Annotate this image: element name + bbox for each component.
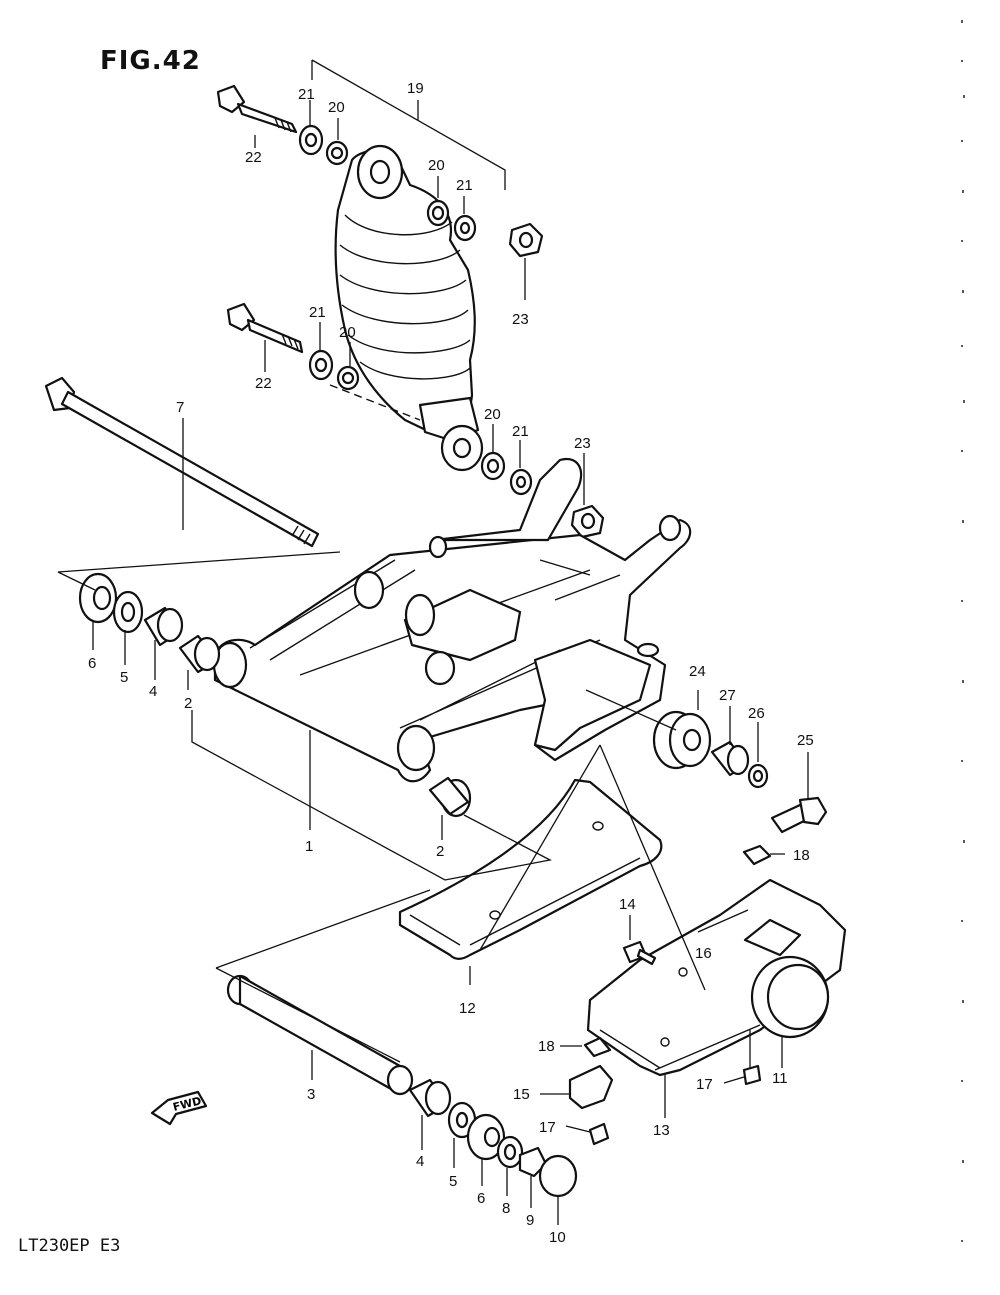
rear-shock-absorber	[329, 144, 484, 472]
callout-8: 8	[502, 1200, 510, 1217]
callout-23-lower: 23	[574, 435, 591, 452]
callout-1: 1	[305, 838, 313, 855]
callout-6-left: 6	[88, 655, 96, 672]
callout-4-lower: 4	[416, 1153, 424, 1170]
forward-arrow-icon: FWD	[150, 1090, 208, 1126]
callout-labels: 1 2 2 3 4 4 5 5 6 6 7 8 9 10 11 12 13 14…	[88, 80, 814, 1246]
pivot-shaft	[44, 376, 320, 548]
callout-15: 15	[513, 1086, 530, 1103]
scan-margin-marks	[961, 20, 965, 1242]
callout-20-d: 20	[484, 406, 501, 423]
callout-14: 14	[619, 896, 636, 913]
right-pivot-bushings	[652, 710, 828, 834]
shock-bolt-lower	[226, 302, 304, 354]
mounting-hardware	[568, 844, 772, 1146]
callout-20-a: 20	[328, 99, 345, 116]
shock-nuts	[508, 222, 605, 539]
callout-22-upper: 22	[245, 149, 262, 166]
callout-20-b: 20	[428, 157, 445, 174]
callout-17-left: 17	[539, 1119, 556, 1136]
callout-11: 11	[772, 1070, 788, 1087]
callout-21-b: 21	[456, 177, 473, 194]
left-pivot-bushings	[78, 572, 472, 818]
callout-24: 24	[689, 663, 706, 680]
callout-21-d: 21	[512, 423, 529, 440]
model-code: LT230EP E3	[18, 1236, 121, 1256]
callout-12: 12	[459, 1000, 476, 1017]
shock-bolt-upper	[216, 84, 298, 134]
callout-10: 10	[549, 1229, 566, 1246]
swing-arm	[212, 457, 692, 783]
callout-22-lower: 22	[255, 375, 272, 392]
callout-20-c: 20	[339, 324, 356, 341]
callout-18-lower: 18	[538, 1038, 555, 1055]
callout-5-lower: 5	[449, 1173, 457, 1190]
callout-9: 9	[526, 1212, 534, 1229]
chain-guard-12	[398, 778, 663, 960]
figure-title: FIG.42	[100, 46, 201, 76]
callout-13: 13	[653, 1122, 670, 1139]
callout-25: 25	[797, 732, 814, 749]
callout-7: 7	[176, 399, 184, 416]
shock-washers	[298, 124, 533, 496]
callout-23-upper: 23	[512, 311, 529, 328]
chain-case-13	[586, 878, 847, 1077]
callout-4-left: 4	[149, 683, 157, 700]
callout-19: 19	[407, 80, 424, 97]
callout-17-right: 17	[696, 1076, 713, 1093]
lower-bushings	[408, 1078, 578, 1198]
callout-2-right: 2	[436, 843, 444, 860]
callout-2-left: 2	[184, 695, 192, 712]
callout-3: 3	[307, 1086, 315, 1103]
callout-21-a: 21	[298, 86, 315, 103]
cross-tube	[226, 974, 414, 1096]
callout-21-c: 21	[309, 304, 326, 321]
callout-5-left: 5	[120, 669, 128, 686]
callout-26: 26	[748, 705, 765, 722]
leader-lines	[57, 59, 809, 1225]
callout-16: 16	[695, 945, 712, 962]
callout-27: 27	[719, 687, 736, 704]
callout-18-upper: 18	[793, 847, 810, 864]
callout-6-lower: 6	[477, 1190, 485, 1207]
